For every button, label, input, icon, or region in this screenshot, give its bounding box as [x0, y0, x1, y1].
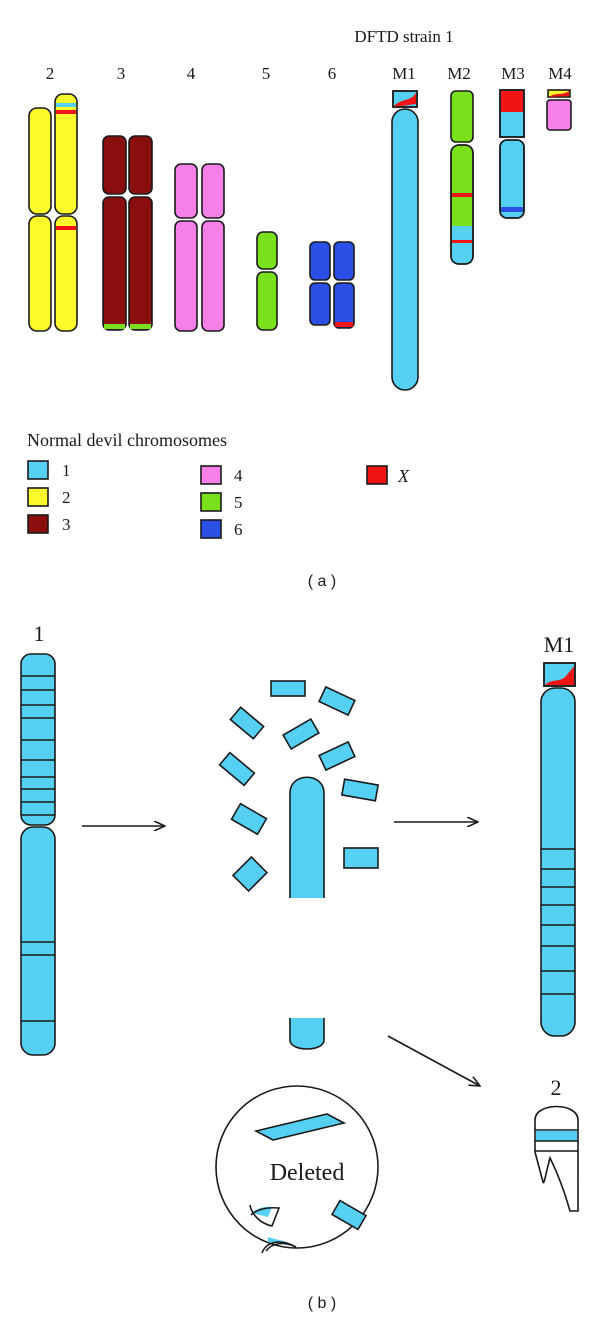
fragment	[252, 1206, 272, 1217]
band-chr5	[130, 324, 151, 329]
fragment	[318, 685, 356, 717]
chromosome-2-pair	[28, 93, 78, 332]
panel-b-caption: ( b )	[308, 1295, 336, 1312]
legend-item-4: 4	[200, 465, 243, 485]
chromosome-M3	[499, 89, 525, 219]
chromosome-label-M3: M3	[501, 64, 525, 83]
chromosome-4-pair	[174, 163, 225, 332]
band-x	[335, 322, 353, 327]
legend-label-2: 2	[62, 488, 71, 507]
chromosome-3b	[128, 135, 153, 331]
chromosome-4a	[174, 163, 198, 332]
legend-item-x: X	[366, 465, 410, 486]
chromosome-label-M4: M4	[548, 64, 572, 83]
band-chr5	[104, 324, 125, 329]
legend-item-6: 6	[200, 519, 243, 539]
chromosome-3-pair	[102, 135, 153, 331]
fragment	[230, 802, 268, 836]
band-chr6	[501, 207, 523, 212]
fragment	[282, 717, 320, 751]
chromosome-6a	[309, 241, 331, 326]
legend-label-x: X	[397, 466, 410, 486]
fragment	[343, 847, 379, 869]
band-x	[501, 91, 523, 112]
band-chr1	[56, 103, 76, 107]
legend-item-1: 1	[27, 460, 71, 480]
chromosome-label-M1: M1	[392, 64, 416, 83]
fragment	[253, 1113, 347, 1141]
legend-item-3: 3	[27, 514, 71, 534]
chromosome-6b	[333, 241, 355, 329]
legend-item-2: 2	[27, 487, 71, 507]
fragment	[340, 778, 380, 802]
legend: 1 2 3 4 5 6 X	[27, 460, 410, 539]
legend-label-4: 4	[234, 466, 243, 485]
fragment	[318, 740, 356, 772]
chromosome-label-6: 6	[328, 64, 337, 83]
legend-label-3: 3	[62, 515, 71, 534]
legend-item-5: 5	[200, 492, 243, 512]
band-x	[56, 110, 76, 114]
chromosome-label-M2: M2	[447, 64, 471, 83]
band-chr1	[452, 226, 472, 263]
panel-a-title: DFTD strain 1	[354, 27, 453, 46]
band-x	[452, 240, 472, 243]
band-x	[452, 193, 472, 197]
chromosome-3a	[102, 135, 127, 331]
result-m1-label: M1	[544, 632, 575, 657]
chromosome-label-3: 3	[117, 64, 126, 83]
panel-b: 1	[20, 621, 579, 1312]
arrow-secondary	[387, 1035, 480, 1086]
source-chromosome-1	[20, 653, 56, 1056]
chromosome-label-4: 4	[187, 64, 196, 83]
deleted-label: Deleted	[270, 1160, 345, 1186]
source-chromosome-label: 1	[34, 621, 45, 646]
chromosome-M1	[391, 90, 419, 391]
chromosome-label-5: 5	[262, 64, 271, 83]
chromosome-M4	[546, 89, 572, 131]
legend-label-6: 6	[234, 520, 243, 539]
shattered-fragments	[218, 680, 380, 893]
fragment	[231, 855, 269, 893]
residual-chromosome-bottom	[289, 1018, 325, 1050]
chromosome-2b	[54, 93, 78, 332]
band-x	[56, 226, 76, 230]
panel-a-caption: ( a )	[308, 573, 336, 590]
legend-label-1: 1	[62, 461, 71, 480]
derivative-chromosome-M1	[540, 662, 576, 1037]
chromosome-5	[256, 231, 278, 331]
chromosome-6-pair	[309, 241, 355, 329]
chromosome-label-2: 2	[46, 64, 55, 83]
fragment	[270, 680, 306, 697]
derivative-chromosome-2	[534, 1105, 579, 1212]
legend-label-5: 5	[234, 493, 243, 512]
chromosome-labels: 2 3 4 5 6 M1 M2 M3 M4	[46, 64, 573, 83]
legend-title: Normal devil chromosomes	[27, 430, 227, 450]
band-chr1	[536, 1131, 577, 1141]
chromosome-M2	[450, 90, 474, 265]
chromosome-4b	[201, 163, 225, 332]
chromosome-2a	[28, 107, 52, 332]
fragment	[330, 1199, 368, 1231]
residual-chromosome-top	[289, 776, 325, 898]
fragment	[218, 751, 256, 787]
fragment	[229, 706, 265, 740]
deleted-fragments-circle: Deleted	[215, 1085, 379, 1254]
panel-a: DFTD strain 1 2 3 4 5 6 M1 M2 M3 M4	[27, 27, 572, 590]
result-2-label: 2	[551, 1075, 562, 1100]
